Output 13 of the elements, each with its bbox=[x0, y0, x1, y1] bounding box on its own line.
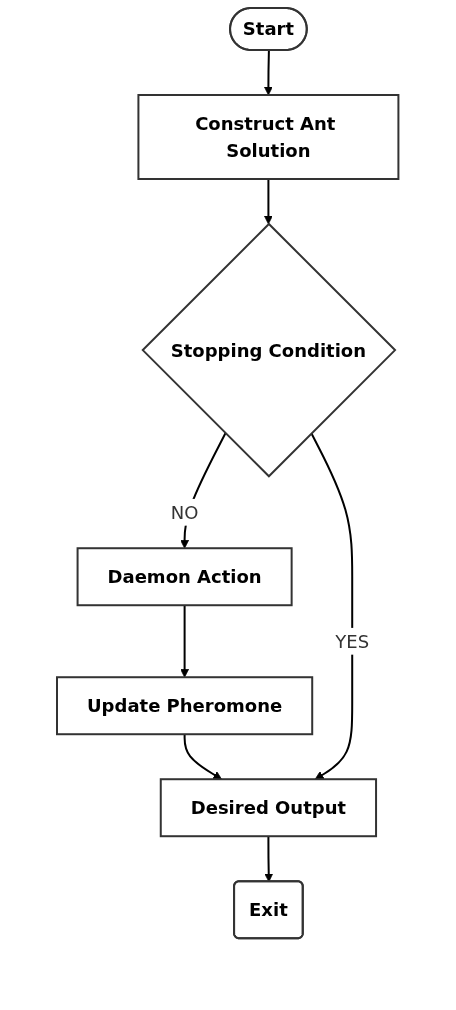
node-box: Daemon Action bbox=[76, 547, 293, 607]
node-box: Desired Output bbox=[160, 778, 378, 838]
arrow bbox=[183, 733, 223, 780]
node-box: Construct Ant Solution bbox=[137, 94, 400, 180]
arrow bbox=[264, 49, 274, 96]
node-diamond: Stopping Condition bbox=[141, 222, 397, 478]
arrow bbox=[310, 432, 354, 780]
node-box: Update Pheromone bbox=[56, 676, 314, 736]
arrow bbox=[180, 604, 190, 678]
arrow bbox=[264, 835, 274, 883]
edge-label: YES bbox=[335, 630, 370, 652]
arrow bbox=[264, 178, 274, 225]
edge-label: NO bbox=[171, 501, 199, 523]
